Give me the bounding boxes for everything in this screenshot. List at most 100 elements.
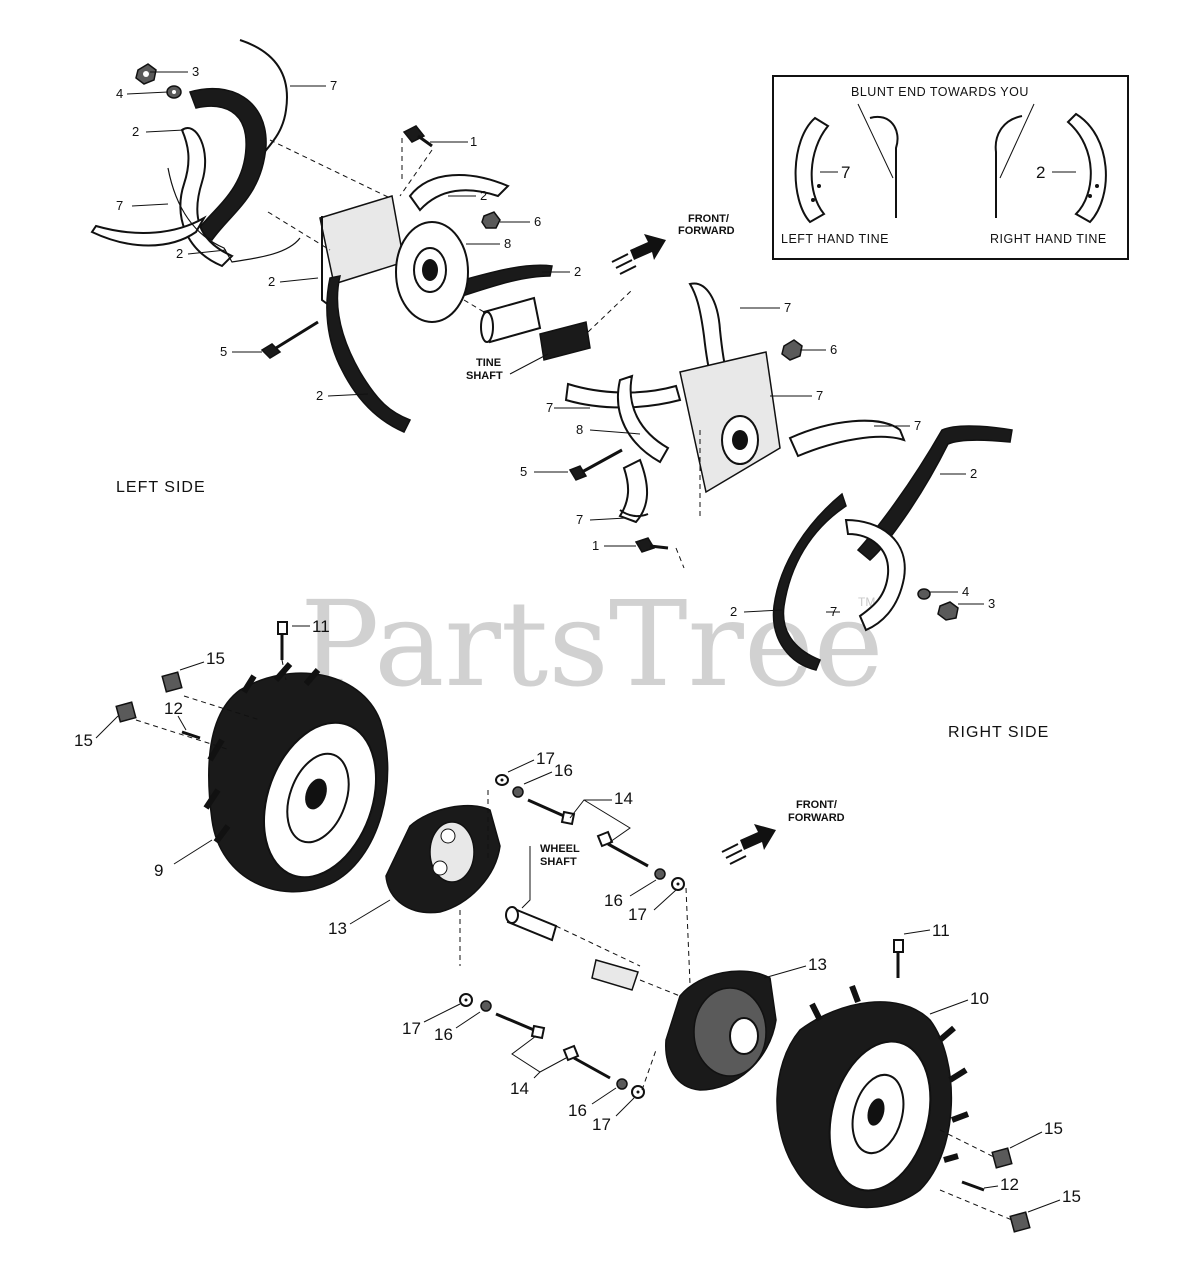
callout-10: 10	[970, 989, 989, 1008]
tine-shaft-label-1: TINE	[476, 357, 501, 369]
callout-2: 2	[574, 264, 581, 279]
callout-2: 2	[132, 124, 139, 139]
bolt-icon	[568, 448, 623, 481]
washer-icon	[616, 1078, 628, 1090]
callout-15: 15	[1062, 1187, 1081, 1206]
tine-shaft-part	[539, 321, 591, 361]
callouts: 3 4 7 2 1 7 2 6 8 2 2 2 5 2 TINE SHAFT 7	[74, 64, 1081, 1213]
inset-frame	[772, 75, 1129, 260]
callout-3: 3	[192, 64, 199, 79]
bolt-icon	[893, 939, 904, 978]
callout-17: 17	[592, 1115, 611, 1134]
callout-16: 16	[604, 891, 623, 910]
callout-7: 7	[576, 512, 583, 527]
right-wheel-assembly	[665, 939, 1031, 1233]
callout-7: 7	[330, 78, 337, 93]
callout-9: 9	[154, 861, 163, 880]
callout-11: 11	[312, 617, 330, 636]
callout-17: 17	[628, 905, 647, 924]
bolt-icon	[596, 830, 649, 868]
callout-16: 16	[434, 1025, 453, 1044]
callout-3: 3	[988, 596, 995, 611]
callout-14: 14	[510, 1079, 529, 1098]
left-hub-flange	[319, 195, 405, 285]
bolt-icon	[495, 1012, 546, 1040]
callout-5: 5	[520, 464, 527, 479]
callout-16: 16	[554, 761, 573, 780]
callout-15: 15	[1044, 1119, 1063, 1138]
inset-left-caption: LEFT HAND TINE	[781, 232, 889, 246]
callout-16: 16	[568, 1101, 587, 1120]
nut-icon	[937, 601, 959, 621]
left-tine-2-lower	[326, 275, 412, 433]
callout-12: 12	[164, 699, 183, 718]
front-forward-top-line1: FRONT/	[688, 213, 729, 225]
callout-14: 14	[614, 789, 633, 808]
left-side-label: LEFT SIDE	[116, 479, 206, 496]
nut-icon	[781, 339, 803, 361]
bolt-icon	[277, 621, 288, 660]
bolt-icon	[402, 125, 433, 148]
nut-icon	[115, 701, 137, 723]
callout-12: 12	[1000, 1175, 1019, 1194]
callout-1: 1	[592, 538, 599, 553]
inset-header: BLUNT END TOWARDS YOU	[851, 85, 1029, 99]
right-edge-tine	[994, 115, 1023, 218]
right-tine-7-bottom	[618, 458, 649, 524]
nut-icon	[135, 63, 157, 85]
left-tine-7-left	[90, 215, 207, 247]
left-tine-2-right	[446, 264, 553, 299]
washer-icon	[671, 877, 685, 891]
tine-shaft-label-2: SHAFT	[466, 370, 503, 382]
nut-icon	[481, 211, 501, 229]
callout-4: 4	[116, 86, 123, 101]
callout-15: 15	[206, 649, 225, 668]
inset-right-number: 2	[1036, 163, 1045, 182]
left-tine-2-mid	[179, 127, 234, 268]
nut-icon	[991, 1147, 1013, 1169]
right-tine-2-lower	[772, 492, 847, 671]
callout-7: 7	[914, 418, 921, 433]
right-side-label: RIGHT SIDE	[948, 724, 1049, 741]
callout-7: 7	[816, 388, 823, 403]
callout-2: 2	[268, 274, 275, 289]
washer-icon	[166, 85, 182, 99]
right-tine-7-right	[788, 419, 906, 458]
front-forward-bottom: FRONT/ FORWARD	[721, 799, 845, 865]
washer-icon	[631, 1085, 645, 1099]
bolt-icon	[634, 537, 669, 553]
callout-6: 6	[534, 214, 541, 229]
callout-7: 7	[784, 300, 791, 315]
nut-icon	[161, 671, 183, 693]
callout-17: 17	[536, 749, 555, 768]
inset-right-caption: RIGHT HAND TINE	[990, 232, 1107, 246]
tine-orientation-inset: BLUNT END TOWARDS YOU 7 2 LEFT HAND TINE…	[772, 75, 1129, 260]
bolt-icon	[181, 730, 201, 740]
wheel-shaft-assembly	[459, 774, 691, 1099]
washer-icon	[495, 774, 509, 786]
front-forward-top: FRONT/ FORWARD	[611, 213, 735, 275]
wheel-shaft-label-1: WHEEL	[540, 843, 580, 855]
left-tine-2-upper	[189, 87, 267, 241]
callout-17: 17	[402, 1019, 421, 1038]
callout-2: 2	[480, 188, 487, 203]
left-hand-tine-shape	[794, 116, 830, 224]
callout-2: 2	[730, 604, 737, 619]
washer-icon	[480, 1000, 492, 1012]
left-tine-2-right-top	[408, 174, 510, 212]
bolt-icon	[961, 1180, 985, 1192]
wheel-shaft-label-2: SHAFT	[540, 856, 577, 868]
arrow-forward-icon	[611, 234, 666, 275]
callout-4: 4	[962, 584, 969, 599]
left-wheel-assembly	[115, 621, 501, 966]
callout-7: 7	[830, 604, 837, 619]
right-tine-2-upper	[856, 425, 1013, 561]
callout-8: 8	[576, 422, 583, 437]
callout-13: 13	[808, 955, 827, 974]
watermark-tm: TM	[858, 595, 875, 609]
front-forward-bottom-line1: FRONT/	[796, 799, 837, 811]
bolt-icon	[527, 798, 576, 826]
bolt-icon	[260, 320, 319, 359]
callout-2: 2	[316, 388, 323, 403]
